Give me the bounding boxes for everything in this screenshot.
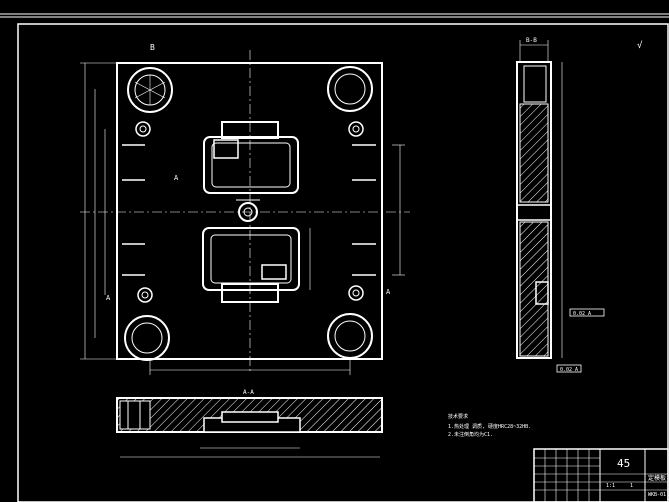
title-part-name: 定模板 — [648, 474, 666, 482]
sprue-bushing — [236, 199, 260, 222]
side-view: B-B 0.02 A 0.02 A √ — [516, 37, 643, 373]
guide-hole-bottom-left — [124, 315, 170, 361]
title-scale: 1:1 — [606, 483, 615, 489]
title-sheet: 1 — [630, 483, 633, 489]
main-view: B A A A — [80, 43, 410, 375]
upper-cavity — [203, 121, 299, 194]
lower-cavity — [202, 227, 300, 303]
title-material: 45 — [617, 457, 630, 470]
side-ticks — [122, 144, 376, 276]
drawing-frame — [17, 23, 669, 502]
section-label-a: A — [174, 174, 179, 182]
notes-heading: 技术要求 — [448, 413, 468, 420]
view-label-main: B — [150, 43, 155, 52]
guide-hole-bottom-right — [327, 313, 373, 359]
bottom-view: A-A — [116, 389, 383, 458]
top-border — [0, 13, 669, 18]
view-label-side: B-B — [526, 37, 537, 44]
notes-line-2: 2.未注倒角均为C1. — [448, 431, 493, 438]
section-label-c: A — [386, 288, 391, 296]
guide-hole-top-right — [327, 66, 373, 112]
callout-side-a: 0.02 A — [573, 311, 591, 317]
plate-outline — [116, 62, 383, 360]
title-drawing-no: WKB-01 — [648, 492, 666, 498]
title-block: 45 定模板 WKB-01 1:1 1 — [533, 448, 669, 502]
section-label-b: A — [106, 294, 111, 302]
main-dimensions — [80, 62, 405, 375]
guide-hole-top-left — [127, 67, 173, 113]
view-label-bottom: A-A — [243, 389, 254, 396]
screw-holes — [135, 121, 364, 303]
roughness-symbol: √ — [637, 40, 643, 51]
notes-line-1: 1.热处理 调质, 硬度HRC28~32HB. — [448, 423, 531, 430]
technical-notes: 技术要求 1.热处理 调质, 硬度HRC28~32HB. 2.未注倒角均为C1. — [448, 413, 531, 438]
callout-side-b: 0.02 A — [560, 367, 578, 373]
